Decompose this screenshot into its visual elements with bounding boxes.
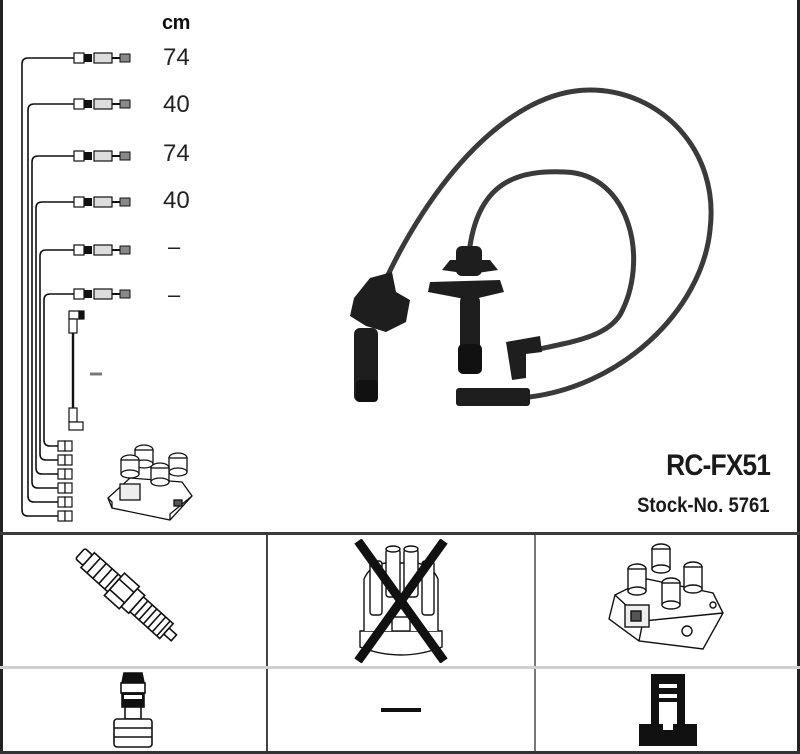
cell-coil-connector xyxy=(536,669,800,751)
cable-length-2: 40 xyxy=(163,91,190,118)
spark-plug-icon xyxy=(75,547,178,642)
product-code: RC-FX51 xyxy=(666,449,771,482)
connector-row xyxy=(73,52,131,300)
cell-none xyxy=(268,669,534,751)
unit-label: cm xyxy=(162,12,190,34)
cell-plug-connector xyxy=(0,669,266,751)
plug-connector-icon xyxy=(113,672,153,748)
distributor-cap-crossed-icon xyxy=(354,538,448,663)
coil-connector-icon xyxy=(639,674,697,746)
panel-divider xyxy=(0,532,800,535)
cable-set-panel: cm 74 40 74 40 – – xyxy=(21,12,771,522)
grid-divider-1 xyxy=(266,535,268,754)
boots xyxy=(350,246,542,406)
grid-row-divider xyxy=(0,666,800,669)
coil-terminals xyxy=(57,440,73,522)
cable-schematic xyxy=(21,52,131,522)
none-dash-icon xyxy=(381,708,421,712)
cell-spark-plug xyxy=(0,535,266,666)
grid-bottom-border xyxy=(0,751,800,754)
cell-distributor-cap xyxy=(268,535,534,666)
stock-number: Stock-No. 5761 xyxy=(637,494,770,517)
cable-length-6: – xyxy=(168,282,181,307)
cable-length-4: 40 xyxy=(163,187,190,214)
ignition-coil-icon xyxy=(608,542,724,650)
cross-mark-icon xyxy=(354,538,448,663)
coil-lead xyxy=(68,310,85,431)
cable-length-5: – xyxy=(168,234,181,259)
cable-length-1: 74 xyxy=(163,44,190,71)
coil-pack-small-icon xyxy=(107,444,193,521)
cell-ignition-coil xyxy=(536,535,800,666)
cable-photo xyxy=(350,87,714,406)
cable-length-3: 74 xyxy=(163,140,190,167)
grid-divider-2 xyxy=(534,535,536,754)
